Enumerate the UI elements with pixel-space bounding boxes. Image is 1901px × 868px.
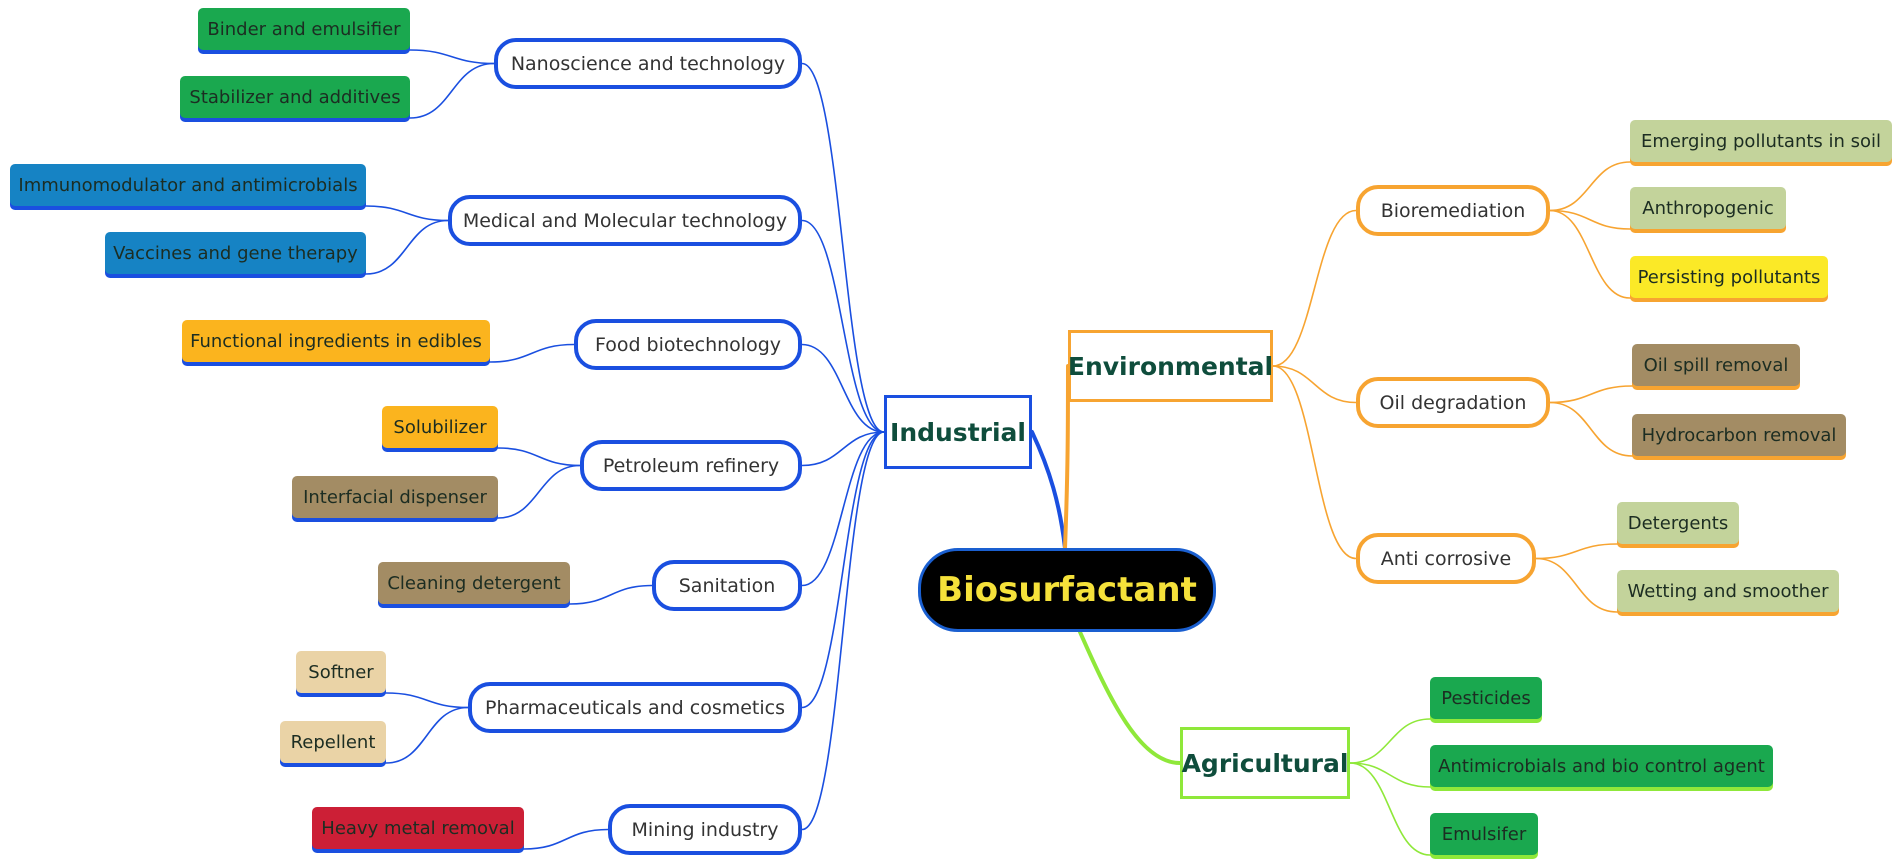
leaf-immunomodulator[interactable]: Immunomodulator and antimicrobials: [10, 164, 366, 206]
connector-i1-i1a: [365, 205, 449, 222]
leaf-repellent[interactable]: Repellent: [280, 721, 386, 763]
connector-environmental-e0: [1272, 209, 1357, 367]
topic-bioremediation[interactable]: Bioremediation: [1356, 185, 1550, 236]
connector-e0-e0a: [1549, 161, 1631, 212]
connector-industrial-i5: [801, 431, 885, 709]
connector-root-environmental: [1063, 364, 1070, 550]
leaf-oil-spill-removal[interactable]: Oil spill removal: [1632, 344, 1800, 386]
connector-i3-i3b: [497, 464, 581, 519]
connector-e0-e0c: [1549, 209, 1631, 299]
leaf-interfacial-dispenser[interactable]: Interfacial dispenser: [292, 476, 498, 518]
branch-environmental[interactable]: Environmental: [1068, 330, 1273, 402]
leaf-anthropogenic[interactable]: Anthropogenic: [1630, 187, 1786, 229]
connector-industrial-i4: [801, 431, 885, 587]
connector-environmental-e2: [1272, 365, 1357, 560]
leaf-wetting-smoother[interactable]: Wetting and smoother: [1617, 570, 1839, 612]
branch-industrial[interactable]: Industrial: [884, 395, 1032, 469]
leaf-emulsifer[interactable]: Emulsifer: [1430, 813, 1538, 855]
connector-root-industrial: [1030, 430, 1067, 550]
connector-i6-i6a: [523, 828, 609, 850]
topic-oil-degradation[interactable]: Oil degradation: [1356, 377, 1550, 428]
topic-medical-molecular[interactable]: Medical and Molecular technology: [448, 195, 802, 246]
leaf-stabilizer-additives[interactable]: Stabilizer and additives: [180, 76, 410, 118]
leaf-antimicrobials-biocontrol[interactable]: Antimicrobials and bio control agent: [1430, 745, 1773, 787]
connector-i3-i3a: [497, 447, 581, 467]
topic-petroleum-refinery[interactable]: Petroleum refinery: [580, 440, 802, 491]
connector-industrial-i3: [801, 431, 885, 467]
leaf-functional-ingredients[interactable]: Functional ingredients in edibles: [182, 320, 490, 362]
connector-e2-e2b: [1535, 557, 1618, 613]
topic-sanitation[interactable]: Sanitation: [652, 560, 802, 611]
connector-agricultural-a0: [1349, 718, 1431, 764]
branch-agricultural[interactable]: Agricultural: [1180, 727, 1350, 799]
connector-i4-i4a: [569, 584, 653, 605]
leaf-solubilizer[interactable]: Solubilizer: [382, 406, 498, 448]
topic-mining-industry[interactable]: Mining industry: [608, 804, 802, 855]
connector-root-agricultural: [1078, 630, 1182, 765]
leaf-binder-emulsifier[interactable]: Binder and emulsifier: [198, 8, 410, 50]
connector-e1-e1b: [1549, 401, 1633, 457]
connector-agricultural-a1: [1349, 762, 1431, 788]
connector-i0-i0b: [409, 62, 495, 119]
leaf-pesticides[interactable]: Pesticides: [1430, 677, 1542, 719]
connector-industrial-i2: [801, 343, 885, 433]
connector-industrial-i1: [801, 219, 885, 433]
leaf-hydrocarbon-removal[interactable]: Hydrocarbon removal: [1632, 414, 1846, 456]
leaf-persisting-pollutants[interactable]: Persisting pollutants: [1630, 256, 1828, 298]
connector-e0-e0b: [1549, 209, 1631, 230]
connector-i0-i0a: [409, 49, 495, 65]
connector-i1-i1b: [365, 219, 449, 275]
leaf-cleaning-detergent[interactable]: Cleaning detergent: [378, 562, 570, 604]
topic-food-biotechnology[interactable]: Food biotechnology: [574, 319, 802, 370]
topic-nanoscience[interactable]: Nanoscience and technology: [494, 38, 802, 89]
connector-industrial-i6: [801, 431, 885, 831]
root-node-biosurfactant[interactable]: Biosurfactant: [918, 548, 1216, 632]
connector-i5-i5b: [385, 706, 469, 764]
connector-i5-i5a: [385, 692, 469, 709]
connector-environmental-e1: [1272, 365, 1357, 404]
connector-industrial-i0: [801, 62, 885, 433]
leaf-softner[interactable]: Softner: [296, 651, 386, 693]
topic-anti-corrosive[interactable]: Anti corrosive: [1356, 533, 1536, 584]
connector-e1-e1a: [1549, 385, 1633, 404]
leaf-vaccines-gene-therapy[interactable]: Vaccines and gene therapy: [105, 232, 366, 274]
topic-pharmaceuticals-cosmetics[interactable]: Pharmaceuticals and cosmetics: [468, 682, 802, 733]
leaf-heavy-metal-removal[interactable]: Heavy metal removal: [312, 807, 524, 849]
connector-e2-e2a: [1535, 543, 1618, 560]
leaf-emerging-pollutants[interactable]: Emerging pollutants in soil: [1630, 120, 1892, 162]
connector-i2-i2a: [489, 343, 575, 363]
leaf-detergents[interactable]: Detergents: [1617, 502, 1739, 544]
connector-agricultural-a2: [1349, 762, 1431, 856]
